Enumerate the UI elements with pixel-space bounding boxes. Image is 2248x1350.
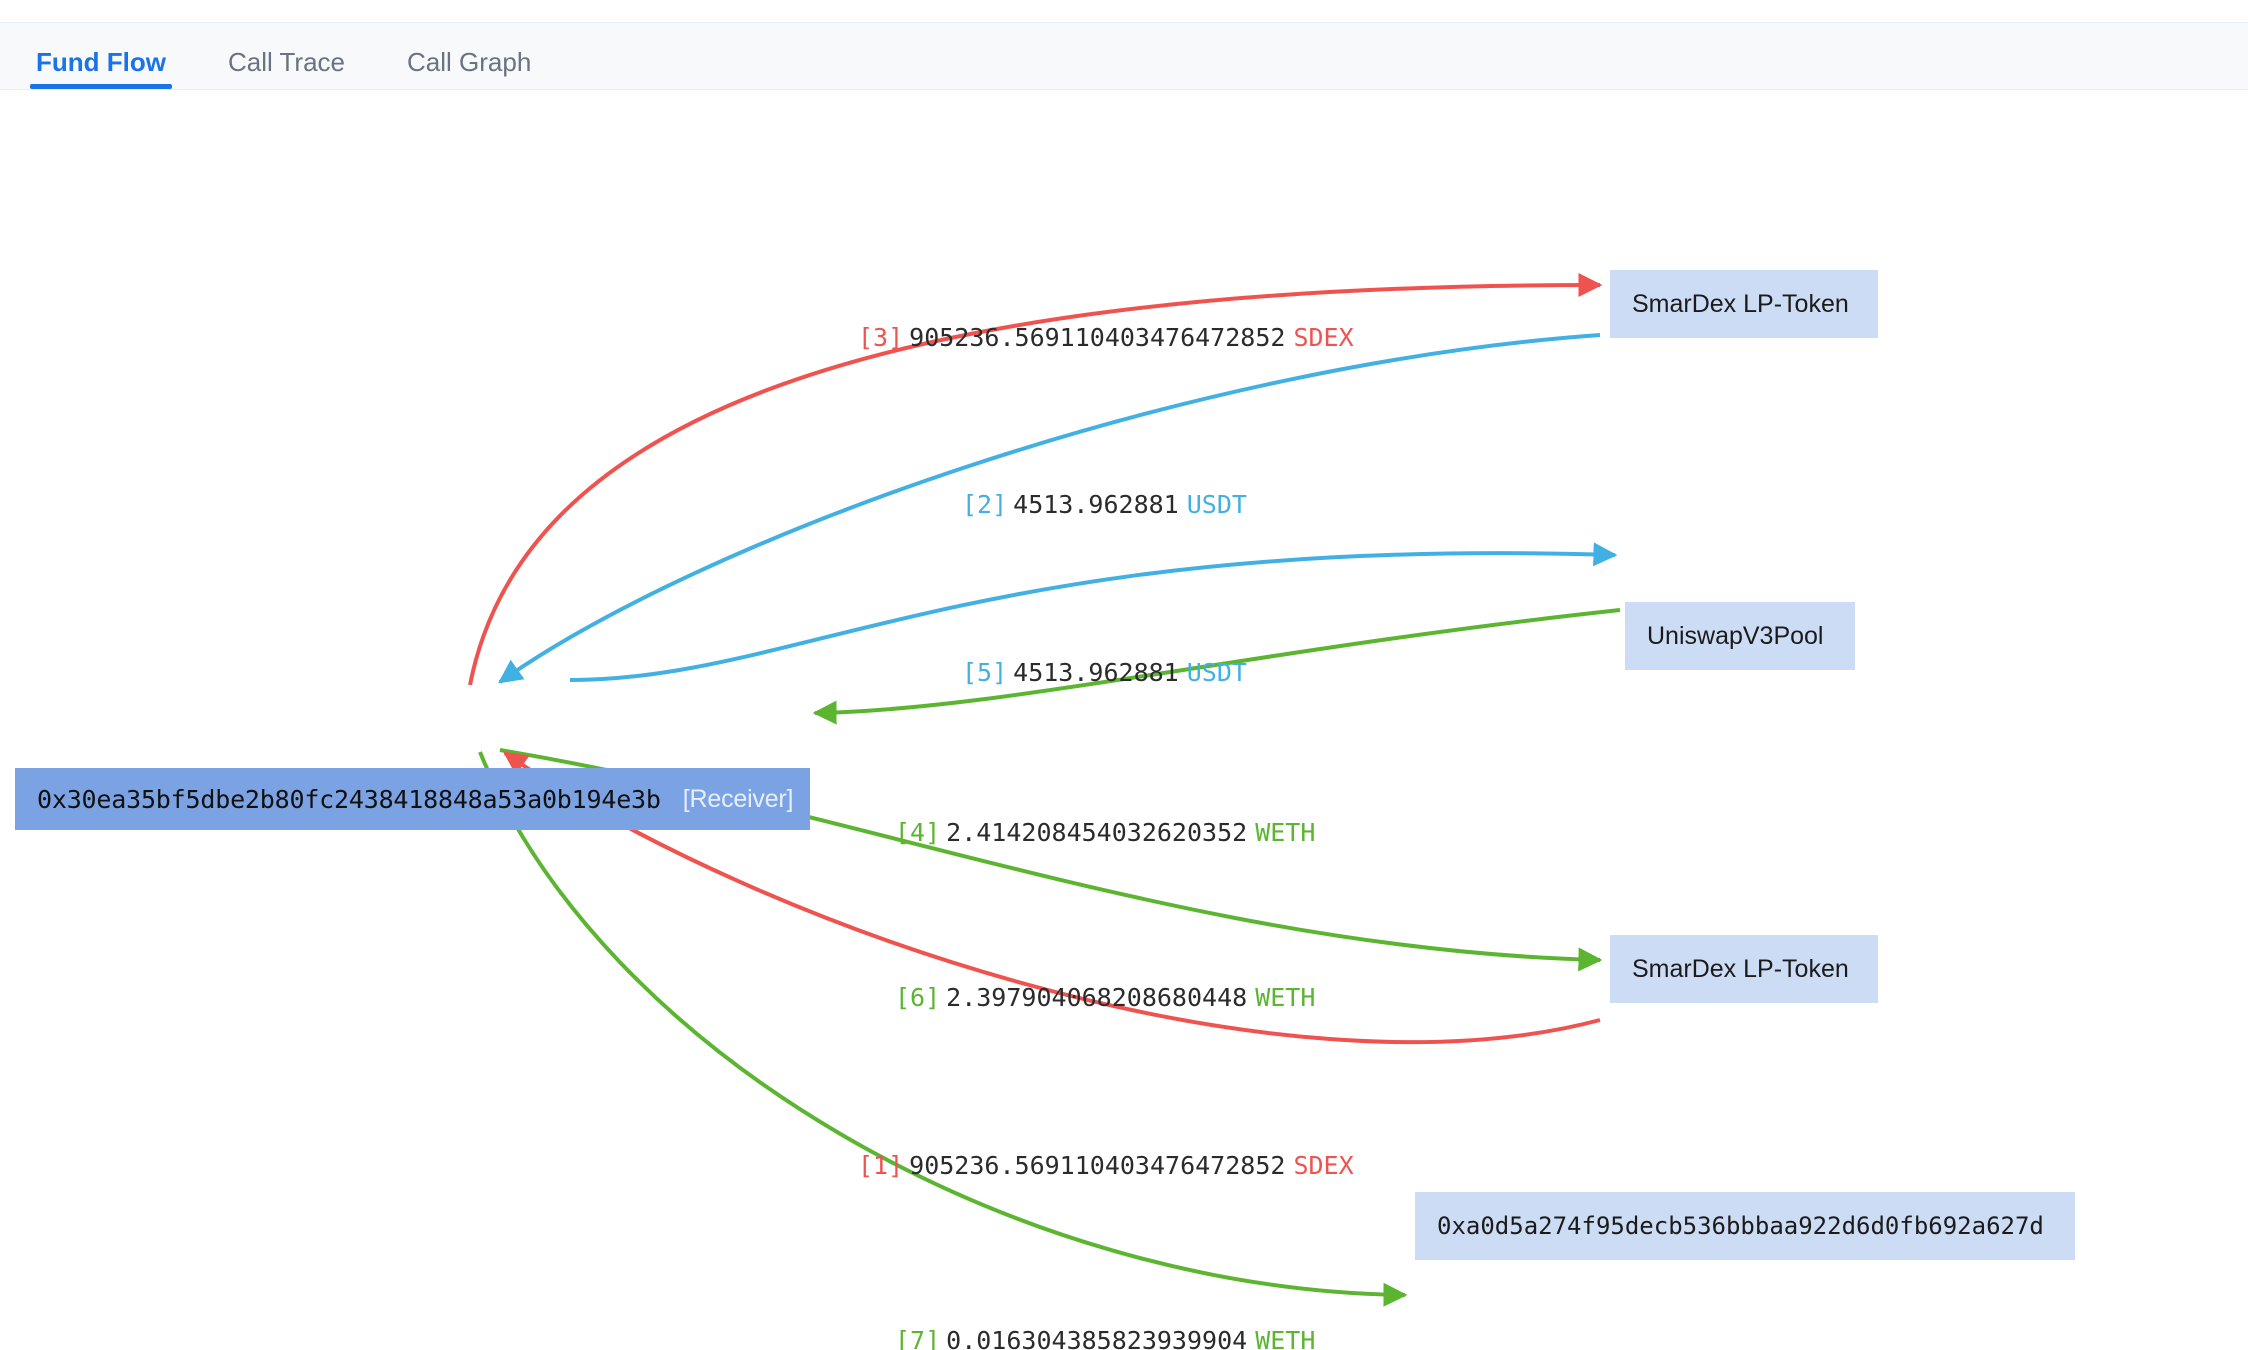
- node-recipient-address[interactable]: 0xa0d5a274f95decb536bbbaa922d6d0fb692a62…: [1415, 1192, 2075, 1260]
- edge-label-1-symbol: SDEX: [1293, 1151, 1354, 1180]
- edge-label-5-symbol: USDT: [1186, 658, 1247, 687]
- edge-label-2-index: [2]: [962, 490, 1008, 519]
- node-uniswap-v3-pool[interactable]: UniswapV3Pool: [1625, 602, 1855, 670]
- edge-label-4-amount: 2.414208454032620352: [946, 818, 1248, 847]
- node-smardex-lp-token-top[interactable]: SmarDex LP-Token: [1610, 270, 1878, 338]
- edge-label-3-index: [3]: [858, 323, 904, 352]
- node-smardex-lp-token-bottom-label: SmarDex LP-Token: [1632, 954, 1849, 983]
- edge-5-path[interactable]: [569, 542, 1618, 682]
- edge-label-7-amount: 0.016304385823939904: [946, 1326, 1248, 1350]
- edge-label-1-amount: 905236.569110403476472852: [909, 1151, 1286, 1180]
- fund-flow-graph: 0x30ea35bf5dbe2b80fc2438418848a53a0b194e…: [0, 90, 2248, 1350]
- node-receiver-tag: [Receiver]: [682, 784, 794, 813]
- tab-call-trace-label: Call Trace: [227, 47, 346, 77]
- edge-label-2-amount: 4513.962881: [1013, 490, 1179, 519]
- edge-label-7-symbol: WETH: [1255, 1326, 1316, 1350]
- edge-label-2-symbol: USDT: [1186, 490, 1247, 519]
- edge-label-3-amount: 905236.569110403476472852: [909, 323, 1286, 352]
- edge-2-path[interactable]: [498, 333, 1601, 684]
- tab-bar: Fund Flow Call Trace Call Graph: [0, 22, 2248, 90]
- tab-call-graph[interactable]: Call Graph: [401, 49, 537, 89]
- edge-label-4-symbol: WETH: [1255, 818, 1316, 847]
- node-smardex-lp-token-bottom[interactable]: SmarDex LP-Token: [1610, 935, 1878, 1003]
- tab-fund-flow-label: Fund Flow: [36, 47, 166, 77]
- edge-label-4-index: [4]: [895, 818, 941, 847]
- edge-7-path[interactable]: [478, 751, 1408, 1307]
- edge-3-path[interactable]: [468, 273, 1603, 686]
- tab-fund-flow[interactable]: Fund Flow: [30, 49, 172, 89]
- tab-call-graph-label: Call Graph: [407, 47, 532, 77]
- edge-label-7-index: [7]: [895, 1326, 941, 1350]
- edge-label-6-symbol: WETH: [1255, 983, 1316, 1012]
- node-receiver[interactable]: 0x30ea35bf5dbe2b80fc2438418848a53a0b194e…: [15, 768, 810, 830]
- node-smardex-lp-token-top-label: SmarDex LP-Token: [1632, 289, 1849, 318]
- edge-4-path[interactable]: [812, 608, 1621, 725]
- edge-label-6-index: [6]: [895, 983, 941, 1012]
- tab-call-trace[interactable]: Call Trace: [222, 49, 351, 89]
- edge-1-path[interactable]: [503, 751, 1601, 1045]
- node-uniswap-v3-pool-label: UniswapV3Pool: [1647, 621, 1824, 650]
- node-receiver-address: 0x30ea35bf5dbe2b80fc2438418848a53a0b194e…: [37, 784, 661, 814]
- node-recipient-address-label: 0xa0d5a274f95decb536bbbaa922d6d0fb692a62…: [1437, 1212, 2044, 1240]
- edge-label-5-amount: 4513.962881: [1013, 658, 1179, 687]
- edge-label-1-index: [1]: [858, 1151, 904, 1180]
- edge-label-6-amount: 2.397904068208680448: [946, 983, 1248, 1012]
- edge-label-3-symbol: SDEX: [1293, 323, 1354, 352]
- edge-label-5-index: [5]: [962, 658, 1008, 687]
- edge-label-7[interactable]: [7]0.016304385823939904 WETH: [895, 1328, 1315, 1350]
